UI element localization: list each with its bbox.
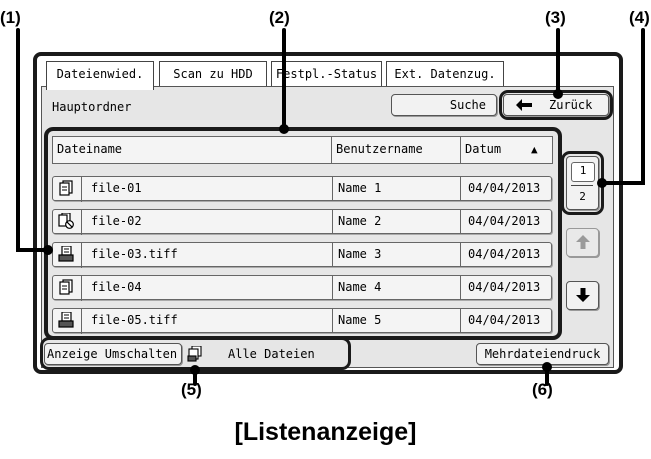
figure-caption: [Listenanzeige]	[234, 418, 417, 446]
table-row[interactable]: file-04 Name 4 04/04/2013	[52, 274, 552, 301]
arrow-left-icon	[516, 99, 532, 111]
row-username: Name 1	[338, 181, 382, 195]
table-row[interactable]: file-03.tiff Name 3 04/04/2013	[52, 241, 552, 268]
arrow-down-icon	[576, 288, 590, 302]
copy-file-icon	[59, 279, 73, 295]
sort-ascending-icon: ▲	[531, 143, 538, 156]
tab-file-retrieve[interactable]: Dateienwied.	[46, 61, 154, 90]
column-header-filename[interactable]: Dateiname	[52, 136, 332, 164]
tab-hdd-status[interactable]: Festpl.-Status	[271, 61, 382, 87]
scan-file-icon	[58, 312, 74, 328]
filter-label: Alle Dateien	[228, 347, 315, 361]
row-username: Name 2	[338, 214, 382, 228]
callout-3: (3)	[545, 8, 566, 27]
column-header-username[interactable]: Benutzername	[331, 136, 461, 164]
callout-1: (1)	[0, 8, 21, 27]
highlight-back-button	[499, 90, 613, 120]
toggle-view-button[interactable]: Anzeige Umschalten	[44, 343, 182, 365]
multi-file-print-button[interactable]: Mehrdateiendruck	[476, 343, 609, 365]
current-page: 1	[579, 164, 587, 177]
row-username: Name 5	[338, 313, 382, 327]
callout-6: (6)	[532, 380, 553, 399]
row-filename: file-01	[91, 181, 142, 195]
arrow-up-icon	[576, 235, 590, 249]
highlight-bottom-left	[40, 337, 351, 370]
highlight-pager	[561, 151, 604, 215]
tab-scan-to-hdd[interactable]: Scan zu HDD	[159, 61, 267, 87]
row-date: 04/04/2013	[468, 313, 541, 327]
all-files-icon	[187, 346, 202, 362]
callout-4: (4)	[629, 8, 650, 27]
search-button[interactable]: Suche	[391, 94, 497, 116]
callout-2: (2)	[269, 8, 290, 27]
scroll-down-button[interactable]	[566, 281, 599, 310]
page-indicator[interactable]: 1 2	[566, 156, 599, 210]
highlight-list-region	[44, 127, 562, 340]
row-date: 04/04/2013	[468, 181, 541, 195]
scan-file-icon	[58, 246, 74, 262]
row-filename: file-05.tiff	[91, 313, 178, 327]
row-filename: file-04	[91, 280, 142, 294]
copy-protected-file-icon	[58, 213, 74, 229]
copy-file-icon	[59, 180, 73, 196]
callout-5: (5)	[181, 380, 202, 399]
row-username: Name 3	[338, 247, 382, 261]
row-date: 04/04/2013	[468, 280, 541, 294]
table-row[interactable]: file-05.tiff Name 5 04/04/2013	[52, 307, 552, 334]
breadcrumb: Hauptordner	[52, 100, 132, 114]
row-username: Name 4	[338, 280, 382, 294]
table-row[interactable]: file-02 Name 2 04/04/2013	[52, 208, 552, 235]
scroll-up-button[interactable]	[566, 228, 599, 257]
column-header-date[interactable]: Datum ▲	[460, 136, 553, 164]
tab-external-data[interactable]: Ext. Datenzug.	[386, 61, 504, 87]
table-row[interactable]: file-01 Name 1 04/04/2013	[52, 175, 552, 202]
search-button-label: Suche	[449, 98, 486, 112]
row-filename: file-02	[91, 214, 142, 228]
row-filename: file-03.tiff	[91, 247, 178, 261]
row-date: 04/04/2013	[468, 214, 541, 228]
back-button-label: Zurück	[549, 98, 593, 112]
back-button[interactable]: Zurück	[503, 94, 609, 116]
total-pages: 2	[579, 190, 586, 203]
row-date: 04/04/2013	[468, 247, 541, 261]
